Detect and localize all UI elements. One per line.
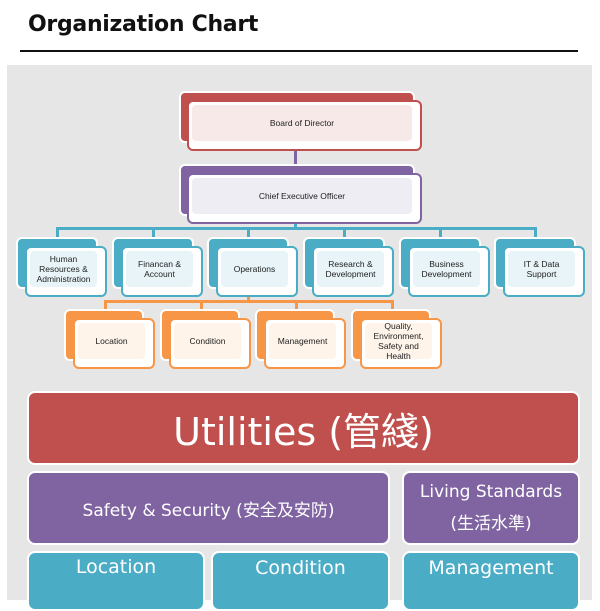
connector-dept-3 — [247, 227, 250, 239]
safety-security-block: Safety & Security (安全及安防) — [27, 471, 390, 545]
org-node-department[interactable]: Financan & Account — [112, 237, 203, 297]
org-node-label: Business Development — [421, 258, 472, 279]
living-standards-chinese-label: (生活水準) — [450, 514, 532, 534]
connector-unit-2 — [200, 300, 203, 311]
connector-board-ceo — [294, 149, 297, 169]
connector-dept-2 — [152, 227, 155, 239]
bottom-block-condition: Condition — [211, 551, 390, 611]
connector-ops-bar — [104, 300, 394, 303]
org-node-label: Board of Director — [269, 117, 335, 128]
living-standards-block: Living Standards (生活水準) — [402, 471, 580, 545]
org-node-label: IT & Data Support — [523, 258, 560, 279]
org-node-label: Financan & Account — [138, 258, 181, 279]
safety-security-label: Safety & Security (安全及安防) — [82, 500, 335, 521]
org-node-label: Research & Development — [325, 258, 376, 279]
org-node-label: Quality, Environment, Safety and Health — [373, 320, 424, 362]
org-node-operations-unit[interactable]: Management — [255, 309, 346, 369]
org-node-label: Chief Executive Officer — [258, 190, 346, 201]
connector-departments-bar — [56, 227, 537, 230]
chart-panel: Board of Director Chief Executive Office… — [7, 65, 592, 611]
org-node-label: Management — [277, 335, 328, 346]
org-node-operations-unit[interactable]: Location — [64, 309, 155, 369]
bottom-block-label: Condition — [255, 557, 346, 579]
utilities-block: Utilities (管綫) — [27, 391, 580, 465]
org-node-department[interactable]: Operations — [207, 237, 298, 297]
page-title: Organization Chart — [28, 12, 259, 37]
bottom-block-location: Location — [27, 551, 205, 611]
connector-unit-3 — [295, 300, 298, 311]
org-node-department[interactable]: Human Resources & Administration — [16, 237, 107, 297]
living-standards-label: Living Standards — [419, 481, 563, 502]
connector-unit-4 — [391, 300, 394, 311]
bottom-block-management: Management — [402, 551, 580, 611]
utilities-label: Utilities (管綫) — [173, 409, 434, 454]
connector-dept-5 — [439, 227, 442, 239]
connector-dept-4 — [343, 227, 346, 239]
org-node-board[interactable]: Board of Director — [179, 91, 422, 151]
connector-unit-1 — [104, 300, 107, 311]
title-divider — [20, 50, 578, 52]
org-node-operations-unit[interactable]: Condition — [160, 309, 251, 369]
connector-dept-6 — [534, 227, 537, 239]
org-node-operations-unit[interactable]: Quality, Environment, Safety and Health — [351, 309, 442, 369]
org-node-department[interactable]: Research & Development — [303, 237, 394, 297]
org-node-label: Location — [95, 335, 128, 346]
org-node-label: Human Resources & Administration — [36, 253, 91, 285]
org-node-label: Operations — [233, 263, 276, 274]
connector-ceo-down — [294, 220, 297, 228]
org-node-ceo[interactable]: Chief Executive Officer — [179, 164, 422, 224]
connector-dept-1 — [56, 227, 59, 239]
org-node-label: Condition — [189, 335, 226, 346]
org-node-department[interactable]: Business Development — [399, 237, 490, 297]
bottom-block-label: Management — [428, 557, 554, 579]
bottom-block-label: Location — [75, 556, 157, 578]
org-node-department[interactable]: IT & Data Support — [494, 237, 585, 297]
